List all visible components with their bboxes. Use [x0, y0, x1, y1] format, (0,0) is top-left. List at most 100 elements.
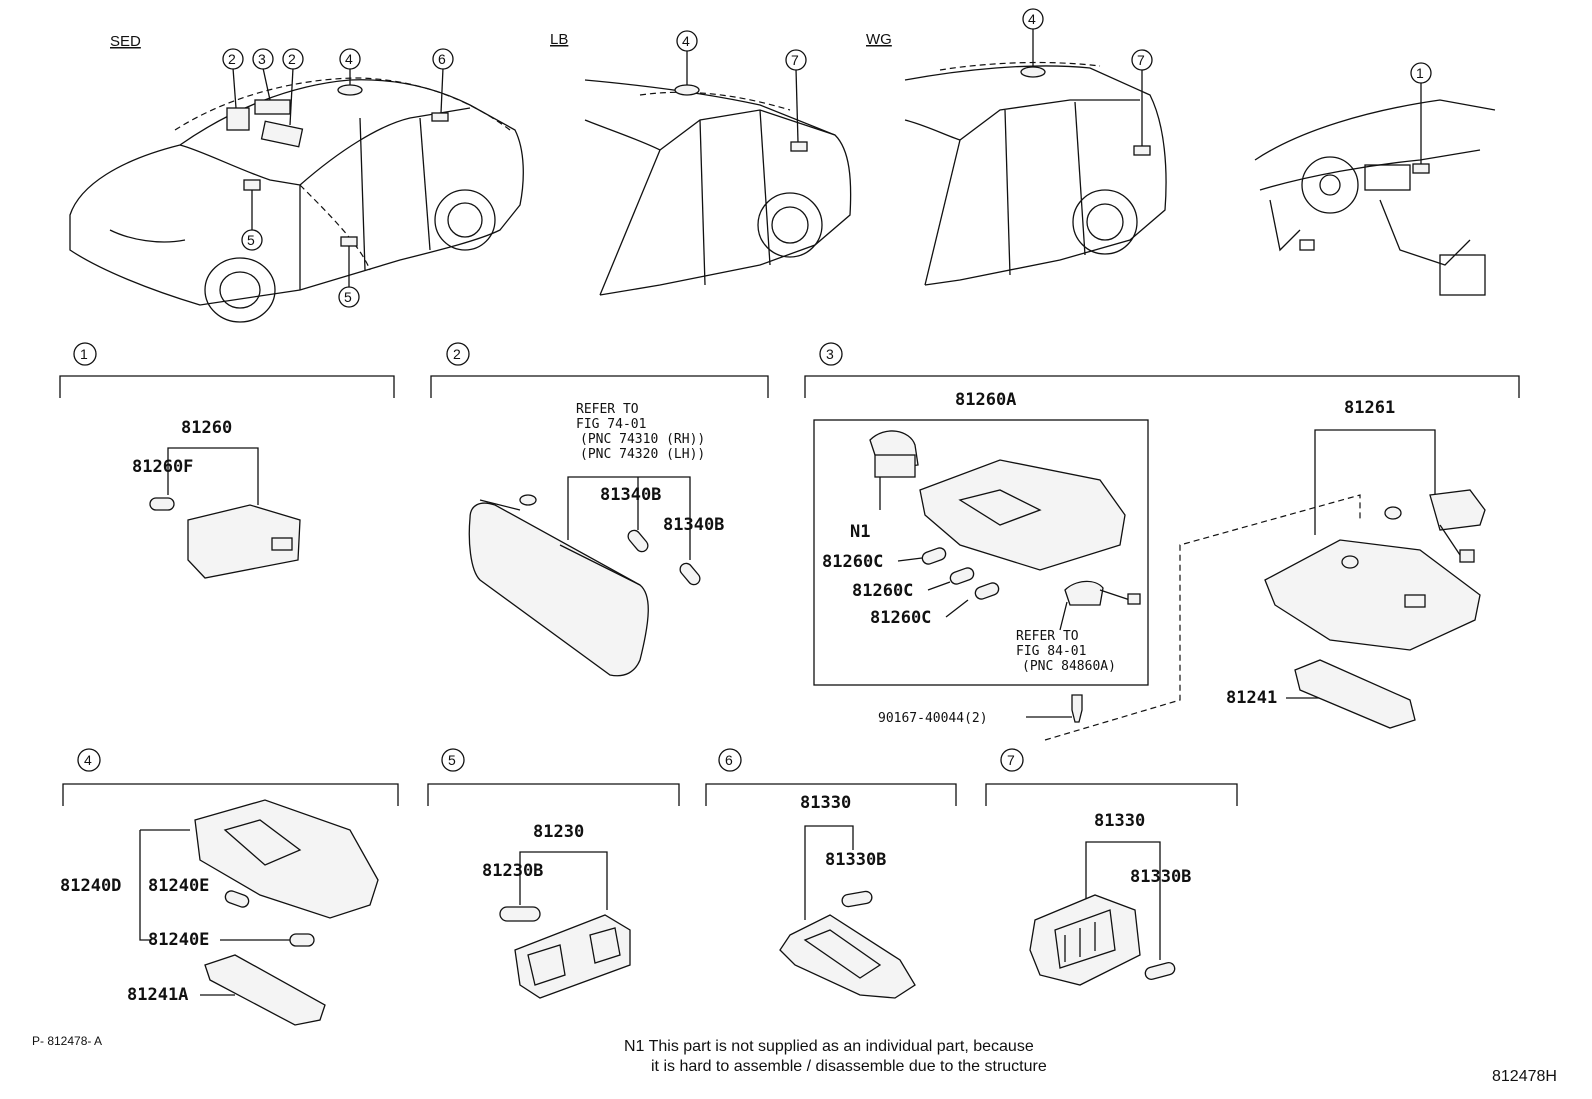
callout-1-dash	[1410, 62, 1432, 84]
callout-4-wg	[1022, 8, 1044, 30]
footer-left-code: P- 812478- A	[32, 1034, 102, 1048]
section-3-number: 3	[826, 346, 834, 362]
vehicle-label-sed: SED	[110, 33, 141, 50]
refer-84-line-2: FIG 84-01	[1016, 644, 1086, 659]
assembly-box	[813, 419, 1149, 686]
section-7-number-circle	[1000, 748, 1024, 772]
section-1-number-circle	[73, 342, 97, 366]
callout-5-a	[241, 229, 263, 251]
bulb-icon	[149, 497, 175, 511]
trunk-lamp-icon	[1029, 894, 1141, 986]
section-7-number: 7	[1007, 752, 1015, 768]
part-81261: 81261	[1344, 398, 1395, 418]
vehicle-label-wg: WG	[866, 31, 892, 48]
callout-4-sed-label: 4	[345, 51, 353, 67]
callout-7-wg-label: 7	[1137, 52, 1145, 68]
bulb-icon	[1144, 962, 1176, 980]
map-lamp-icon	[187, 504, 301, 579]
callout-7-lb	[785, 49, 807, 71]
refer-line-4: (PNC 74320 (LH))	[580, 447, 705, 462]
part-81260C-c: 81260C	[870, 608, 931, 628]
callout-6-label: 6	[438, 51, 446, 67]
part-81230: 81230	[533, 822, 584, 842]
callout-4-sed	[339, 48, 361, 70]
callout-5-b	[338, 286, 360, 308]
section-6: 6 81330 81330B	[705, 748, 957, 999]
part-81330B-b: 81330B	[1130, 867, 1191, 887]
room-lamp-icon	[194, 799, 379, 919]
section-5: 5 81230 81230B	[427, 748, 680, 999]
cover-icon	[1294, 659, 1416, 729]
section-4: 4 81240D 81240E 81240E 81241A	[60, 748, 399, 1026]
part-81240E-a: 81240E	[148, 876, 209, 896]
part-81340B-b: 81340B	[663, 515, 724, 535]
part-90167-40044: 90167-40044(2)	[878, 711, 988, 726]
section-1-number: 1	[80, 346, 88, 362]
refer-line-3: (PNC 74310 (RH))	[580, 432, 705, 447]
sun-visor-icon	[468, 502, 649, 677]
bulb-icon	[841, 890, 873, 908]
footer-note-line-2: it is hard to assemble / disassemble due…	[651, 1058, 1047, 1075]
section-1: 1 81260 81260F	[59, 342, 395, 579]
section-3: 3 81260A N1 81260C 81260C 81260C REFER T…	[804, 342, 1520, 741]
section-3-number-circle	[819, 342, 843, 366]
part-81230B: 81230B	[482, 861, 543, 881]
callout-7-lb-label: 7	[791, 52, 799, 68]
part-81240E-b: 81240E	[148, 930, 209, 950]
bulb-icon	[679, 562, 701, 586]
callout-2-a	[222, 48, 244, 70]
callout-2-b-label: 2	[288, 51, 296, 67]
part-81260A: 81260A	[955, 390, 1016, 410]
part-81340B-a: 81340B	[600, 485, 661, 505]
note-N1-marker: N1	[850, 522, 870, 542]
overhead-console-icon	[1264, 539, 1481, 651]
footer-note-line-1: N1 This part is not supplied as an indiv…	[624, 1038, 1034, 1055]
refer-84-line-3: (PNC 84860A)	[1022, 659, 1116, 674]
callout-3-label: 3	[258, 51, 266, 67]
section-6-number: 6	[725, 752, 733, 768]
section-6-number-circle	[718, 748, 742, 772]
screw-icon	[1071, 694, 1083, 723]
section-7: 7 81330 81330B	[985, 748, 1238, 986]
callout-4-lb-label: 4	[682, 33, 690, 49]
vehicle-callouts: 2 3 2 4 6 5 5 4 7 4 7 1	[222, 8, 1432, 308]
callout-3	[252, 48, 274, 70]
callout-2-a-label: 2	[228, 51, 236, 67]
wagon-view: WG	[866, 31, 1167, 286]
section-2-number-circle	[446, 342, 470, 366]
part-81330B-a: 81330B	[825, 850, 886, 870]
refer-line-2: FIG 74-01	[576, 417, 646, 432]
part-81240D: 81240D	[60, 876, 121, 896]
part-81260C-a: 81260C	[822, 552, 883, 572]
section-2: 2 REFER TO FIG 74-01 (PNC 74310 (RH)) (P…	[430, 342, 769, 677]
console-lamp-icon	[919, 459, 1126, 571]
callout-6	[432, 48, 454, 70]
section-4-number: 4	[84, 752, 92, 768]
refer-84-line-1: REFER TO	[1016, 629, 1079, 644]
interior-view	[1254, 99, 1496, 296]
refer-line-1: REFER TO	[576, 402, 639, 417]
callout-4-lb	[676, 30, 698, 52]
liftback-view: LB	[550, 31, 852, 296]
part-81260F: 81260F	[132, 457, 193, 477]
trunk-lamp-icon	[779, 914, 916, 999]
section-5-number-circle	[441, 748, 465, 772]
footer: P- 812478- A N1 This part is not supplie…	[32, 1034, 1557, 1085]
part-81260C-b: 81260C	[852, 581, 913, 601]
bulb-icon	[627, 529, 649, 553]
callout-7-wg	[1131, 49, 1153, 71]
part-81241: 81241	[1226, 688, 1277, 708]
part-81241A: 81241A	[127, 985, 188, 1005]
part-81260: 81260	[181, 418, 232, 438]
callout-4-wg-label: 4	[1028, 11, 1036, 27]
callout-1-dash-label: 1	[1416, 65, 1424, 81]
callout-2-b	[282, 48, 304, 70]
part-81330-b: 81330	[1094, 811, 1145, 831]
section-4-number-circle	[77, 748, 101, 772]
vehicle-label-lb: LB	[550, 31, 568, 48]
cover-icon	[204, 954, 326, 1026]
footer-right-code: 812478H	[1492, 1068, 1557, 1085]
part-81330-a: 81330	[800, 793, 851, 813]
courtesy-lamp-icon	[514, 914, 631, 999]
